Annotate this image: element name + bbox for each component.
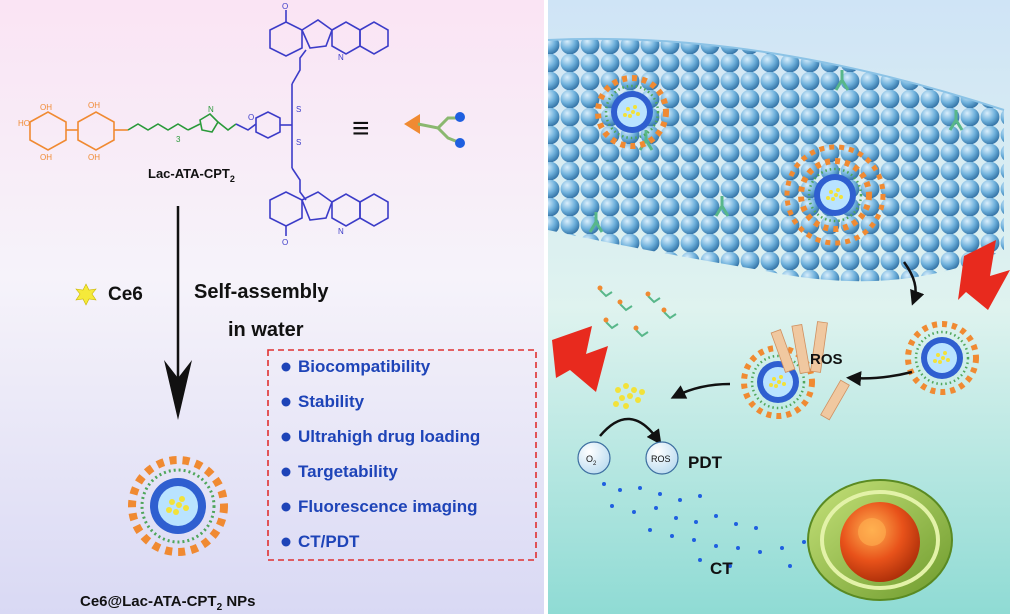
o2-label: O2 — [586, 454, 597, 467]
ros-fragments — [770, 321, 850, 421]
feature-bullet — [281, 502, 291, 512]
ros-label: ROS — [810, 351, 843, 368]
amphiphile-icon — [404, 112, 465, 148]
lactose-unit — [29, 111, 128, 151]
svg-text:N: N — [338, 53, 344, 62]
lightning-icon-right — [958, 240, 1010, 310]
equivalence-symbol: ≡ — [352, 112, 370, 145]
nucleus-illustration — [807, 479, 953, 601]
svg-text:O: O — [282, 238, 288, 247]
uptake-arrow — [902, 261, 925, 306]
svg-text:OH: OH — [88, 101, 100, 110]
svg-text:S: S — [296, 138, 301, 147]
svg-text:N: N — [208, 105, 214, 114]
feature-bullet — [281, 397, 291, 407]
left-panel — [0, 0, 544, 614]
feature-item: CT/PDT — [298, 532, 360, 551]
ce6-star-icon — [75, 283, 97, 306]
feature-item: Biocompatibility — [298, 357, 431, 376]
features-box — [267, 349, 537, 561]
structure-atom-labels: HO OH OH OH OH N O S S N N O O — [18, 2, 344, 247]
nanoparticle-illustration — [128, 456, 228, 556]
svg-text:S: S — [296, 105, 301, 114]
cell-membrane — [547, 37, 1005, 282]
feature-item: Ultrahigh drug loading — [298, 427, 480, 446]
ros-bubble — [645, 441, 679, 475]
lac-ata-cpt2-structure — [29, 10, 389, 236]
feature-bullet — [281, 537, 291, 547]
ct-signal-dots — [602, 482, 828, 568]
release-arrow — [670, 382, 731, 399]
feature-item: Fluorescence imaging — [298, 497, 478, 516]
svg-text:HO: HO — [18, 119, 30, 128]
pdt-label: PDT — [688, 453, 723, 472]
released-ce6-dots — [613, 383, 645, 409]
o2-to-ros-arrow — [599, 417, 662, 445]
feature-item: Targetability — [298, 462, 398, 481]
peg-subscript: 3 — [176, 135, 181, 144]
loose-amphiphile-heads — [597, 285, 667, 331]
loose-amphiphiles — [599, 289, 677, 338]
feature-item: Stability — [298, 392, 365, 411]
svg-text:OH: OH — [40, 153, 52, 162]
nps-label: Ce6@Lac-ATA-CPT2 NPs — [80, 593, 256, 613]
svg-text:O: O — [282, 2, 288, 11]
endocytosis-corona — [784, 144, 886, 246]
o2-bubble — [577, 441, 611, 475]
ct-label: CT — [710, 559, 733, 578]
svg-text:OH: OH — [88, 153, 100, 162]
step-label-line1: Self-assembly — [194, 281, 329, 303]
feature-bullet — [281, 432, 291, 442]
ros-bubble-label: ROS — [651, 454, 671, 464]
svg-text:OH: OH — [40, 103, 52, 112]
svg-text:O: O — [248, 113, 254, 122]
feature-bullet — [281, 362, 291, 372]
feature-bullet — [281, 467, 291, 477]
svg-text:N: N — [338, 227, 344, 236]
ce6-label: Ce6 — [108, 284, 143, 305]
peg-triazole-linker — [127, 112, 237, 133]
membrane-receptors — [588, 70, 964, 233]
assembly-arrow — [164, 206, 192, 420]
cpt-units — [235, 10, 389, 236]
step-label-line2: in water — [228, 319, 304, 341]
activation-arrow — [846, 370, 913, 387]
lightning-icon-left — [552, 326, 608, 392]
compound-label: Lac-ATA-CPT2 — [148, 166, 235, 184]
